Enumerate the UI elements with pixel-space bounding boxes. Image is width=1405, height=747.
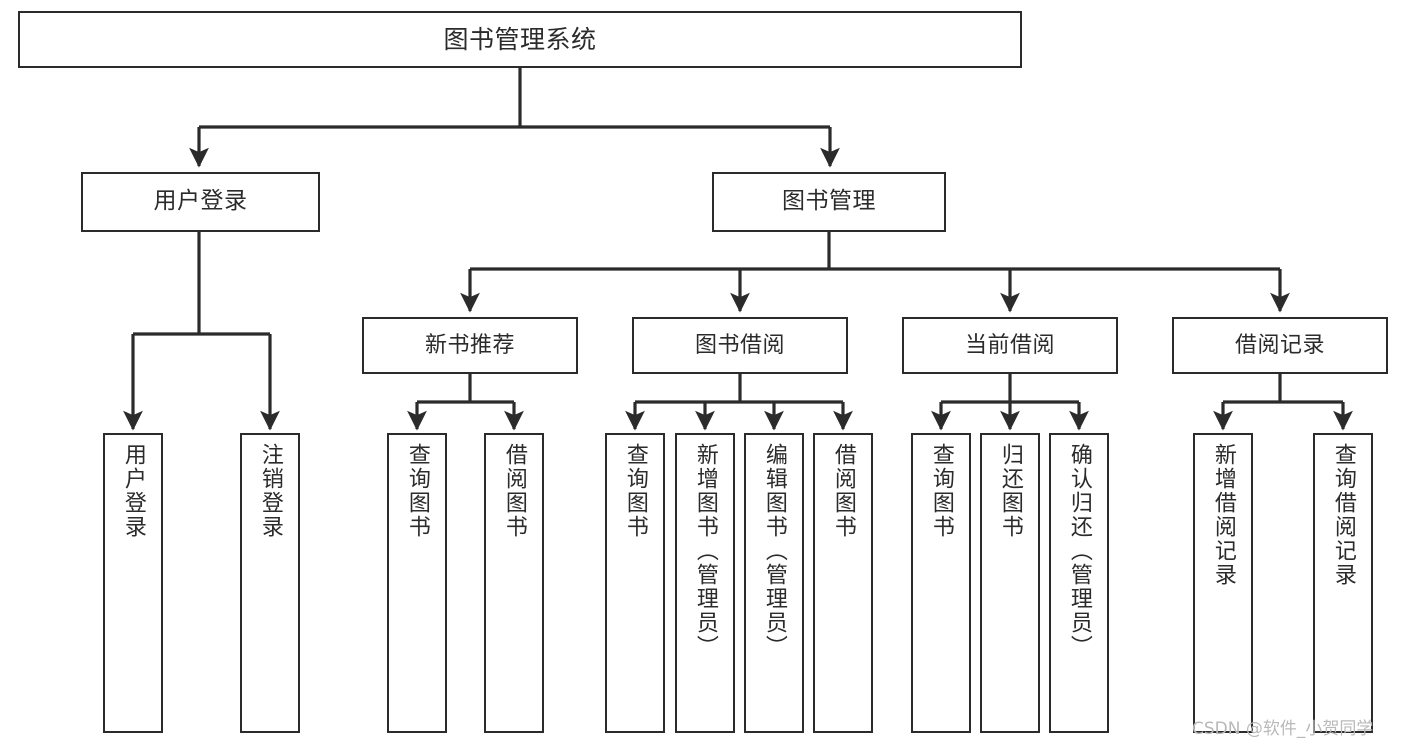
- node-leaf-edit-book[interactable]: 编辑图书（管理员）: [744, 433, 804, 733]
- node-current-borrow-label: 当前借阅: [964, 332, 1055, 358]
- node-leaf-return-book[interactable]: 归还图书: [980, 433, 1040, 733]
- node-leaf-borrow-book-1[interactable]: 借阅图书: [484, 433, 544, 733]
- node-leaf-query-book-3-label: 查询图书: [928, 443, 954, 539]
- node-leaf-query-record[interactable]: 查询借阅记录: [1313, 433, 1373, 733]
- node-book-borrow-label: 图书借阅: [694, 332, 785, 358]
- node-root-label: 图书管理系统: [443, 24, 597, 54]
- node-leaf-query-book-2-label: 查询图书: [622, 443, 648, 539]
- node-leaf-user-login-label: 用户登录: [120, 443, 146, 539]
- node-new-book-recommend[interactable]: 新书推荐: [362, 317, 578, 374]
- node-leaf-edit-book-label: 编辑图书（管理员）: [761, 443, 787, 659]
- node-root[interactable]: 图书管理系统: [18, 11, 1022, 68]
- node-leaf-return-book-label: 归还图书: [997, 443, 1023, 539]
- node-leaf-confirm-return-label: 确认归还（管理员）: [1066, 443, 1092, 659]
- node-leaf-query-book-3[interactable]: 查询图书: [911, 433, 971, 733]
- node-leaf-query-book-1[interactable]: 查询图书: [387, 433, 447, 733]
- node-user-login[interactable]: 用户登录: [81, 172, 320, 232]
- node-leaf-logout[interactable]: 注销登录: [240, 433, 300, 733]
- node-leaf-query-record-label: 查询借阅记录: [1330, 443, 1356, 587]
- node-borrow-record-label: 借阅记录: [1234, 332, 1325, 358]
- node-user-login-label: 用户登录: [153, 188, 248, 215]
- node-book-manage[interactable]: 图书管理: [712, 172, 946, 232]
- node-leaf-add-book[interactable]: 新增图书（管理员）: [675, 433, 735, 733]
- node-leaf-borrow-book-2[interactable]: 借阅图书: [813, 433, 873, 733]
- node-leaf-borrow-book-1-label: 借阅图书: [501, 443, 527, 539]
- node-borrow-record[interactable]: 借阅记录: [1172, 317, 1388, 374]
- node-new-book-recommend-label: 新书推荐: [424, 332, 515, 358]
- node-leaf-add-book-label: 新增图书（管理员）: [692, 443, 718, 659]
- node-leaf-add-record[interactable]: 新增借阅记录: [1193, 433, 1253, 733]
- node-leaf-query-book-1-label: 查询图书: [404, 443, 430, 539]
- node-book-manage-label: 图书管理: [782, 188, 876, 215]
- node-leaf-borrow-book-2-label: 借阅图书: [830, 443, 856, 539]
- node-leaf-query-book-2[interactable]: 查询图书: [605, 433, 665, 733]
- node-leaf-confirm-return[interactable]: 确认归还（管理员）: [1049, 433, 1109, 733]
- csdn-watermark: CSDN @软件_小贺同学: [1192, 719, 1374, 739]
- node-leaf-add-record-label: 新增借阅记录: [1210, 443, 1236, 587]
- node-leaf-logout-label: 注销登录: [257, 443, 283, 539]
- node-leaf-user-login[interactable]: 用户登录: [103, 433, 163, 733]
- node-book-borrow[interactable]: 图书借阅: [632, 317, 848, 374]
- node-current-borrow[interactable]: 当前借阅: [902, 317, 1118, 374]
